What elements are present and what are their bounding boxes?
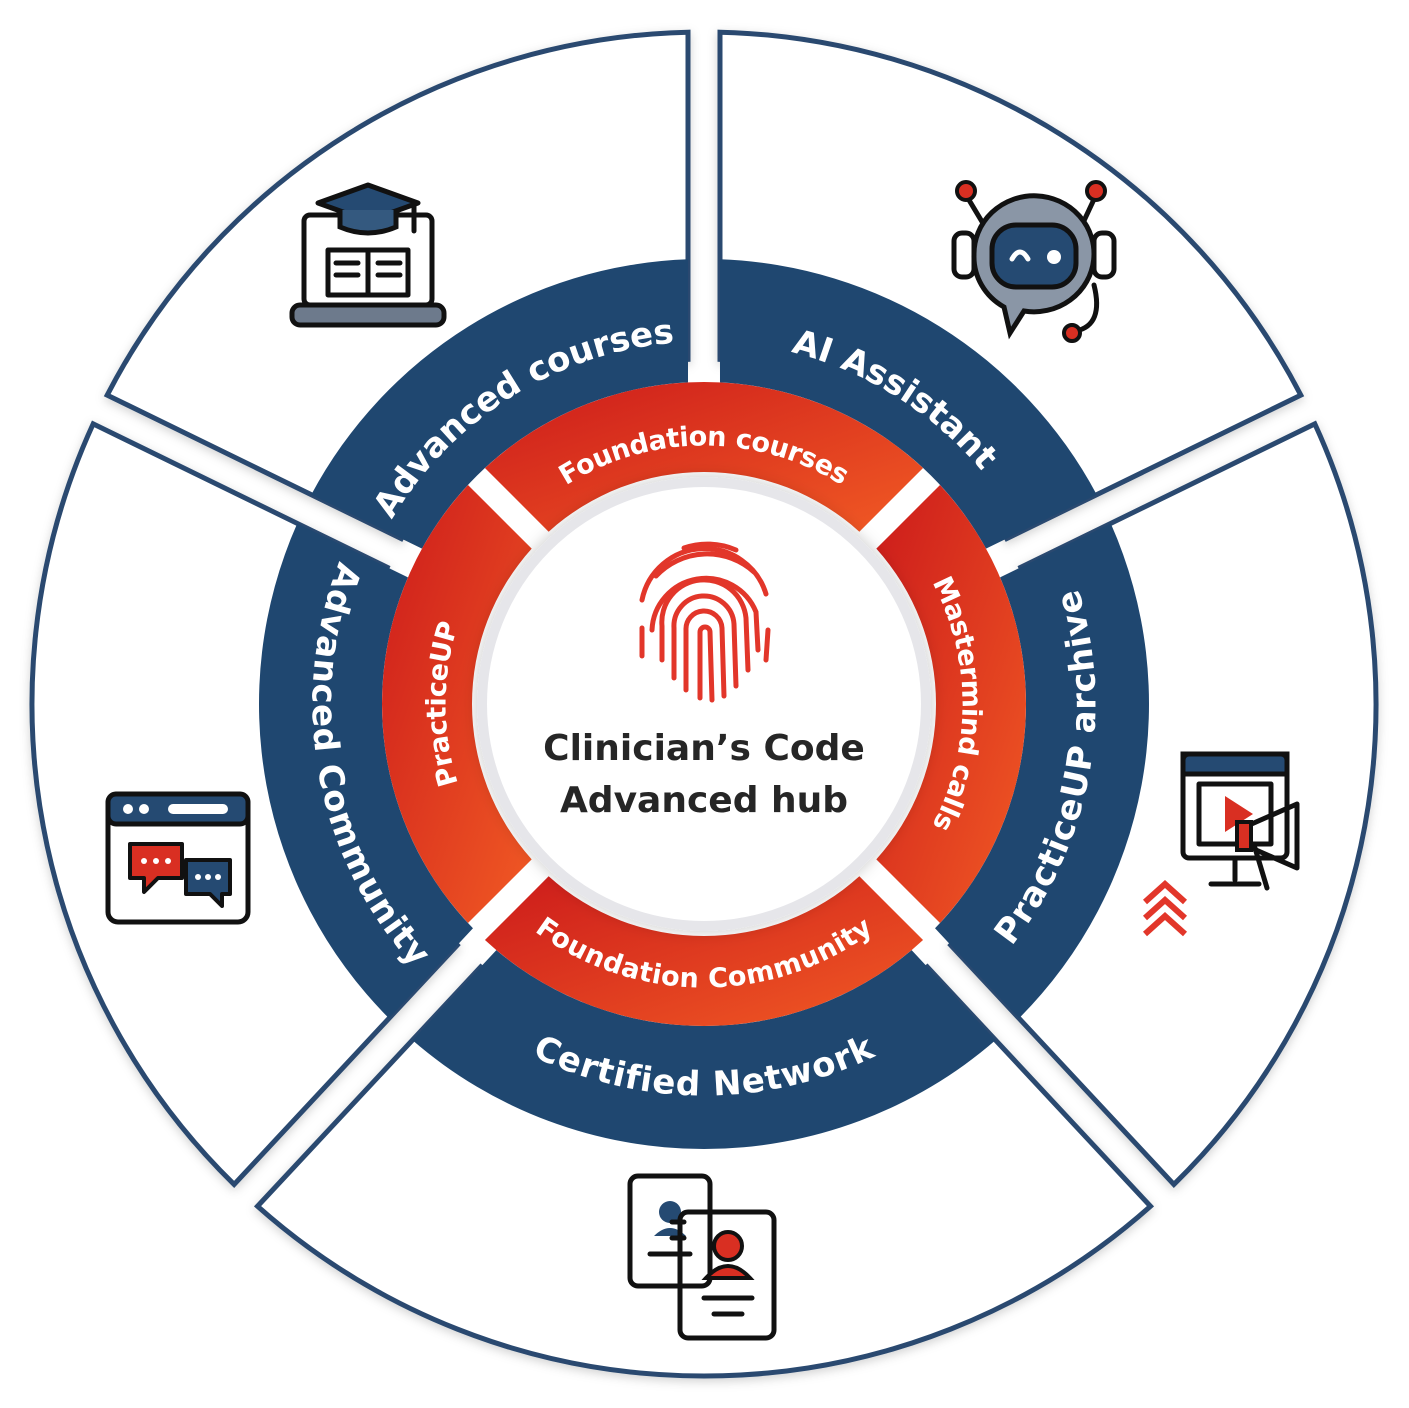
advanced-ring	[259, 259, 1149, 1150]
laptop-graduation-cap-icon	[289, 182, 447, 328]
video-megaphone-icon	[1142, 751, 1300, 937]
chat-window-icon	[105, 791, 251, 925]
profile-cards-icon	[627, 1173, 777, 1341]
red-segment-foundation-community	[484, 876, 924, 1027]
navy-segment-advanced-courses	[311, 259, 689, 549]
hub: Clinician’s Code Advanced hub	[477, 477, 931, 931]
navy-segment-certified-network	[412, 950, 996, 1150]
hub-title-line1: Clinician’s Code	[543, 728, 865, 769]
red-segment-mastermind-calls	[876, 484, 1027, 924]
robot-chat-icon	[951, 180, 1117, 343]
navy-segment-advanced-community	[259, 523, 473, 1019]
red-segment-foundation-courses	[484, 382, 924, 532]
red-segment-practiceup	[382, 484, 532, 924]
navy-segment-practiceup-archive	[935, 523, 1149, 1019]
fingerprint-icon	[639, 541, 771, 703]
hub-title-line2: Advanced hub	[560, 780, 848, 821]
foundation-ring	[382, 382, 1027, 1027]
navy-segment-ai-assistant	[719, 259, 1097, 549]
